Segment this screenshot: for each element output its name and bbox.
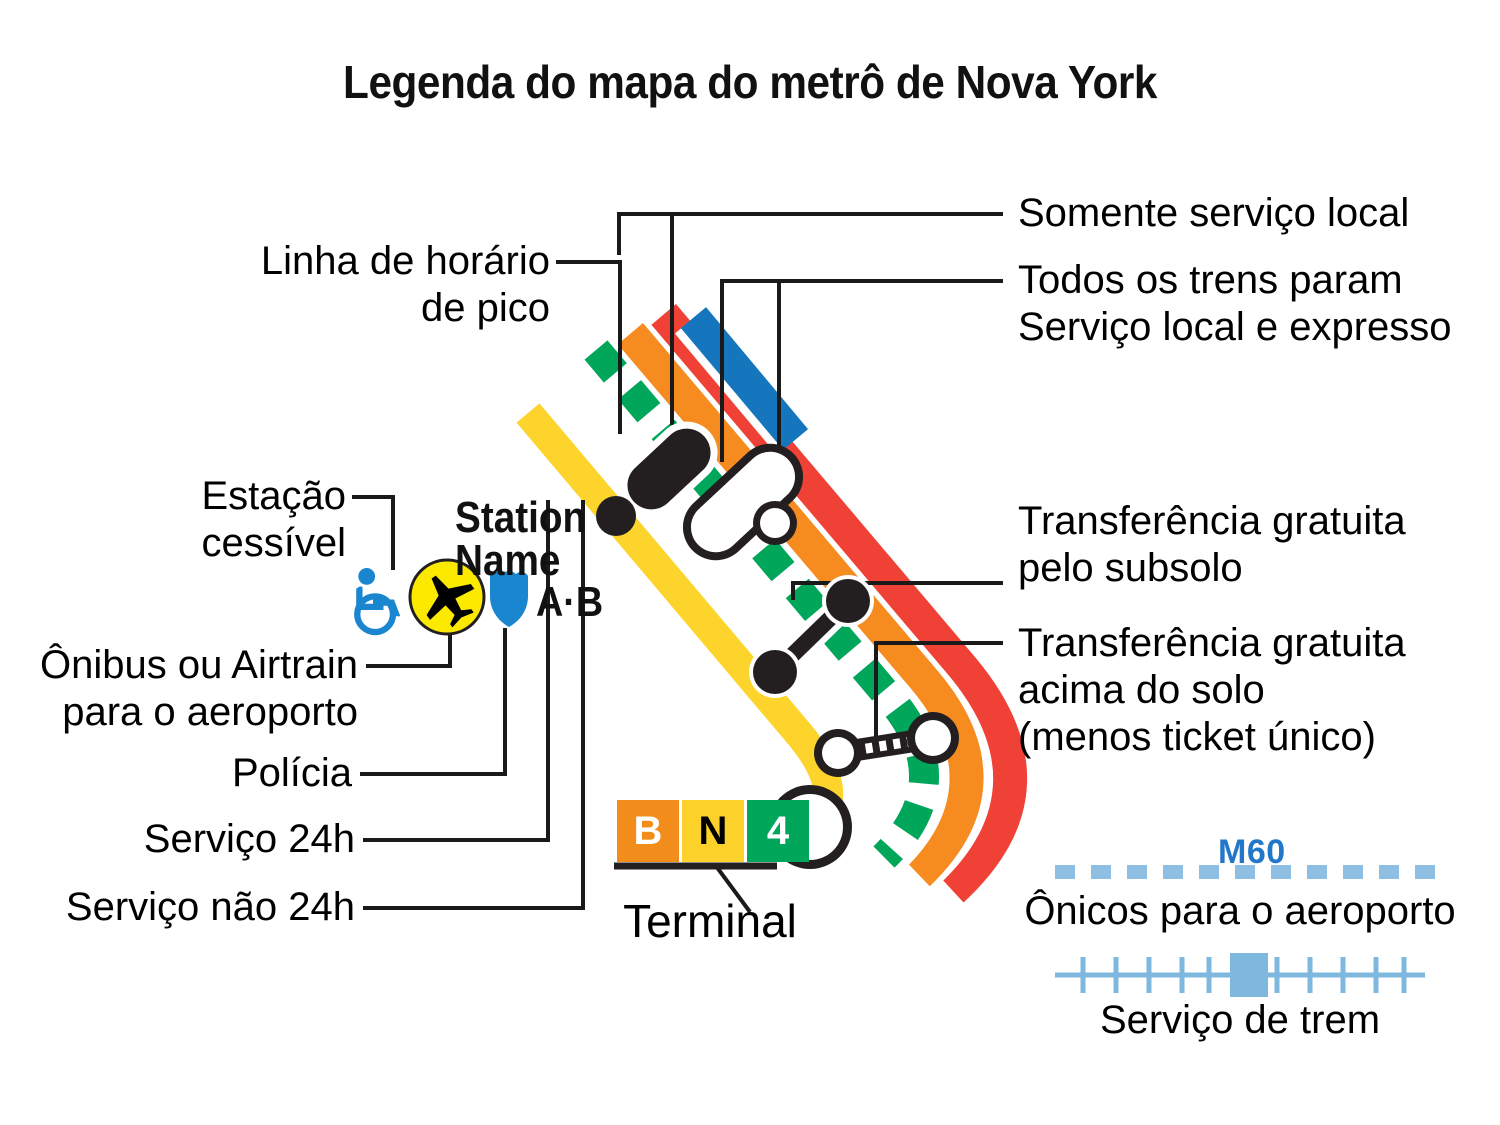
- leader-terminal: [714, 864, 752, 914]
- leader-not-24h: [363, 500, 585, 910]
- bus-route-label: M60: [1218, 833, 1286, 871]
- page-title: Legenda do mapa do metrô de Nova York: [343, 56, 1157, 108]
- label-local-only: Somente serviço local: [1018, 191, 1410, 235]
- station-routes-text: A·B: [536, 578, 604, 625]
- route-line-red: [650, 304, 1028, 903]
- label-service-24h: Serviço 24h: [143, 817, 355, 861]
- wheelchair-icon: [354, 568, 401, 636]
- station-circle-transfer-upper: [753, 501, 797, 545]
- route-bullet-n[interactable]: N: [682, 800, 744, 862]
- route-line-green-dashed: [584, 340, 939, 868]
- label-service-not-24h: Serviço não 24h: [65, 885, 355, 929]
- label-airport-bus: Ônibus ou Airtrain para o aeroporto: [40, 643, 358, 734]
- transfer-underground-group: [749, 575, 874, 698]
- label-rail-service: Serviço de trem: [1099, 998, 1381, 1042]
- label-transfer-underground: Transferência gratuita pelo subsolo: [1018, 499, 1406, 590]
- line-gap: [644, 324, 994, 885]
- station-local-express-capsule: [682, 443, 804, 561]
- route-bullet-4[interactable]: 4: [747, 800, 809, 862]
- label-all-trains-stop: Todos os trens param Serviço local e exp…: [1018, 258, 1452, 349]
- rail-station-marker: [1230, 953, 1268, 997]
- leader-peak-line: [556, 260, 622, 434]
- transfer-aboveground-group: [814, 712, 959, 777]
- route-line-orange: [617, 323, 984, 887]
- label-accessible-station: Estação cessível: [201, 474, 346, 565]
- leader-local-only: [617, 212, 1003, 255]
- label-police: Polícia: [231, 751, 352, 795]
- line-gap: [610, 343, 950, 869]
- police-shield-icon: [490, 571, 528, 627]
- leader-24h: [363, 500, 550, 842]
- line-gap: [674, 328, 782, 453]
- leader-police: [360, 628, 507, 776]
- station-name-line2: Name: [455, 536, 561, 585]
- leader-lines: [352, 212, 1003, 914]
- route-bullet-b[interactable]: B: [617, 800, 679, 862]
- leader-transfer-underground: [791, 581, 1003, 600]
- station-name-line1: Station: [455, 493, 587, 542]
- leader-accessible: [352, 495, 395, 570]
- label-terminal: Terminal: [623, 895, 797, 947]
- station-express-capsule: [620, 421, 718, 517]
- airplane-icon: [408, 558, 486, 636]
- station-dot-local: [596, 496, 636, 536]
- leader-all-trains: [720, 279, 1003, 462]
- label-transfer-aboveground: Transferência gratuita acima do solo (me…: [1018, 621, 1406, 759]
- rail-service-line: [1055, 953, 1425, 997]
- leader-transfer-aboveground: [874, 641, 1003, 742]
- label-airport-only: Ônicos para o aeroporto: [1024, 889, 1456, 933]
- label-peak-line: Linha de horário de pico: [260, 239, 550, 330]
- leader-airport-bus: [366, 630, 452, 668]
